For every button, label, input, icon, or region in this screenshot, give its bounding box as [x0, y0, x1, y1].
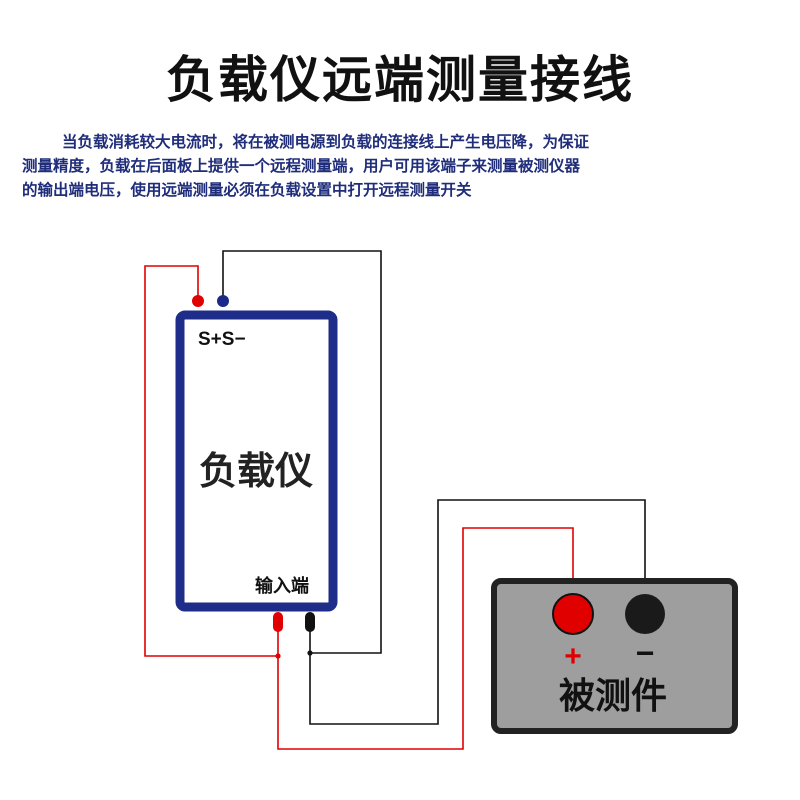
sense-negative-terminal: [217, 295, 229, 307]
dut-negative-terminal: [625, 594, 665, 634]
input-terminal-label: 输入端: [255, 575, 309, 597]
junction-dot-negative: [307, 650, 313, 656]
dut-minus-sign: −: [636, 635, 655, 671]
sense-positive-terminal: [192, 295, 204, 307]
load-name-label: 负载仪: [199, 449, 313, 493]
description-paragraph: 当负载消耗较大电流时，将在被测电源到负载的连接线上产生电压降，为保证 测量精度，…: [22, 130, 782, 202]
junction-dot-positive: [275, 653, 281, 659]
device-under-test: + − 被测件: [491, 578, 738, 734]
input-positive-plug: [273, 612, 283, 632]
description-line-1: 当负载消耗较大电流时，将在被测电源到负载的连接线上产生电压降，为保证: [62, 133, 590, 151]
dut-name-label: 被测件: [559, 676, 667, 717]
sense-terminal-label: S+S−: [198, 329, 246, 350]
page-title: 负载仪远端测量接线: [166, 51, 634, 109]
sense-positive-wire: [144, 265, 278, 657]
input-positive-wire: [277, 527, 574, 750]
dut-plus-sign: +: [564, 640, 582, 673]
load-frame: [175, 310, 338, 612]
sense-negative-wire: [222, 250, 382, 654]
description-line-3: 的输出端电压，使用远端测量必须在负载设置中打开远程测量开关: [22, 181, 472, 199]
load-instrument: S+S− 负载仪 输入端: [175, 310, 338, 612]
input-negative-wire: [309, 499, 646, 725]
dut-positive-terminal: [552, 593, 594, 635]
description-line-2: 测量精度，负载在后面板上提供一个远程测量端，用户可用该端子来测量被测仪器: [22, 157, 581, 175]
input-negative-plug: [305, 612, 315, 632]
